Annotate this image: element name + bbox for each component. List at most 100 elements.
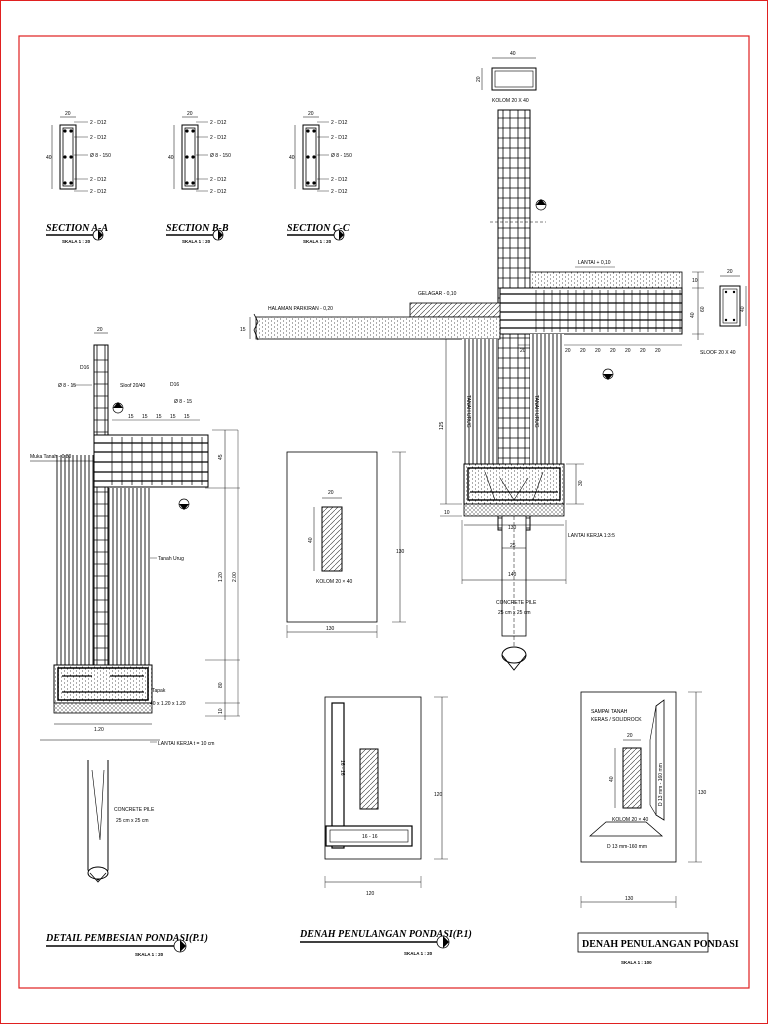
main-dim-130: 130 [508,525,517,531]
tanah-urug-left [462,339,498,464]
rebar-dot [185,155,189,159]
plan3-scale: SKALA 1 : 100 [621,960,652,965]
detail-dim-80: 80 [218,682,224,688]
spacing-label: 20 [520,348,526,354]
pile-label-1: CONCRETE PILE [114,807,155,813]
plan3-dim-h: 40 [609,776,615,782]
section-rebar-label: 2 - D12 [90,189,107,195]
main-dim-125: 125 [439,421,445,430]
section-outline [302,124,320,190]
rebar-dot [63,155,67,159]
kolom-dim-h: 20 [476,76,482,82]
tanah-urug-left-label: TANAH URUG [465,395,471,428]
row-dim-label: 15 [142,414,148,420]
row-dim-label: 15 [184,414,190,420]
rebar-dot [191,155,195,159]
tanah-urug-right [530,334,564,464]
section-title: SECTION C-C [287,223,350,234]
lantai-label: LANTAI + 0,10 [578,260,611,266]
spacing-label: 20 [625,348,631,354]
rebar-dot [306,129,310,133]
tanah-urug-right [108,488,150,665]
sloof-section-h: 40 [740,306,746,312]
sloof-section [719,285,741,327]
muka-tanah-label: Muka Tanah - 0.80 [30,454,72,460]
rebar-dot [312,129,316,133]
main-foundation-section: 40 20 KOLOM 20 X 40 LANTAI + 0,10 20 20 20… [240,51,747,671]
kolom-dim-w: 40 [510,51,516,57]
main-dim-25: 25 [510,543,516,549]
plan1-kolom [321,506,343,572]
plan3-note-2: KERAS / SOLIDROCK [591,717,642,723]
plan3-kolom-label: KOLOM 20 × 40 [612,817,648,823]
sloof-beam [93,434,209,488]
section-a-a: 20 40 2 - D12 2 - D12 Ø 8 - 150 2 - D12 … [46,111,111,244]
plan3-bottom-dim: 130 [625,896,634,902]
main-lantai-kerja-label: LANTAI KERJA 1:3:5 [568,533,615,539]
plan3-side-dim: 130 [698,790,707,796]
section-b-b: 20 40 2 - D12 2 - D12 Ø 8 - 150 2 - D12 … [166,111,231,244]
plan2-side-dim: 120 [434,792,443,798]
detail-dim-width: 1.20 [94,727,104,733]
section-c-c: 20 40 2 - D12 2 - D12 Ø 8 - 150 2 - D12 … [287,111,352,244]
detail-label-d16: D16 [80,365,89,371]
section-rebar-label: 2 - D12 [210,135,227,141]
plan2-bar-horizontal [325,825,413,847]
section-stirrup-label: Ø 8 - 150 [331,153,352,159]
halaman-dim-15: 15 [240,327,246,333]
detail-label-phi: Ø 8 - 15 [58,383,76,389]
section-title: SECTION A-A [46,223,108,234]
section-scale: SKALA 1 : 20 [303,239,332,244]
main-pile-label-2: 25 cm x 25 cm [498,610,531,616]
sloof-rebar-grid [94,437,208,485]
spacing-label: 20 [655,348,661,354]
plan3-bar-horizontal [588,821,664,837]
halaman-slab [255,316,501,340]
main-lantai-kerja [463,503,565,517]
detail-dim-top: 20 [97,327,103,333]
row-dim-label: 15 [156,414,162,420]
plan1-dim-w: 20 [328,490,334,496]
tapak-label-1: Tapak [152,688,166,694]
rebar-dot [69,155,73,159]
section-outline [181,124,199,190]
detail-dim-120v: 1.20 [218,572,224,582]
section-stirrup [62,127,74,187]
plan1-dim-h: 40 [308,537,314,543]
main-dim-10: 10 [444,510,450,516]
section-dim-w: 20 [65,111,71,117]
tanah-urug-right-label: TANAH URUG [533,395,539,428]
section-rebar-label: 2 - D12 [210,120,227,126]
section-stirrup [184,127,196,187]
row-dim-label: 15 [128,414,134,420]
plan1-bottom-dim: 130 [326,626,335,632]
rebar-dot [306,155,310,159]
section-dim-w: 20 [187,111,193,117]
plan3-kolom [622,747,642,809]
main-pile-label-1: CONCRETE PILE [496,600,537,606]
section-dim-h: 40 [289,155,295,161]
rebar-dot [69,129,73,133]
tanah-urug-left [56,455,94,665]
section-rebar-label: 2 - D12 [331,177,348,183]
section-dim-h: 40 [168,155,174,161]
plan2-bar-vertical [331,702,345,849]
concrete-pile [87,760,109,881]
detail-label-phi2: Ø 8 - 15 [174,399,192,405]
gelagar-slab [409,302,501,318]
main-sloof [499,287,683,335]
rebar-dot [63,129,67,133]
plan2-bottom-dim: 120 [366,891,375,897]
kolom-label: KOLOM 20 X 40 [492,98,529,104]
plan2-bar-v-label: 16 - 16 [339,760,345,776]
rebar-dot [185,129,189,133]
plan3-note-1: SAMPAI TANAH [591,709,628,715]
spacing-label: 20 [565,348,571,354]
halaman-label: HALAMAN PARKIRAN - 0,20 [268,306,333,312]
plan1-side-dim: 130 [396,549,405,555]
section-rebar-label: 2 - D12 [90,177,107,183]
lantai-kerja [53,702,153,714]
section-rebar-label: 2 - D12 [90,135,107,141]
detail-dim-200: 2.00 [232,572,238,582]
